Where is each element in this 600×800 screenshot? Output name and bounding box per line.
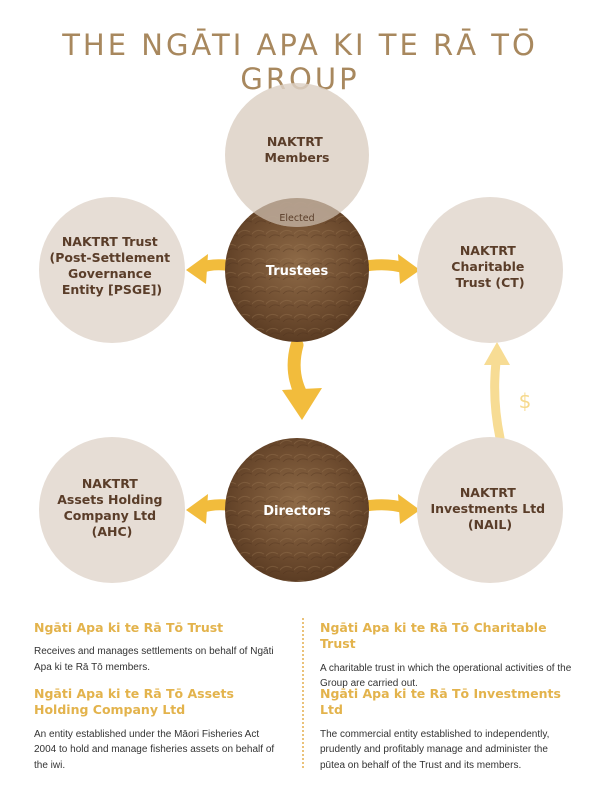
desc-investments-heading: Ngāti Apa ki te Rā Tō Investments Ltd — [320, 686, 561, 718]
arrow-nail-to-ct — [484, 342, 510, 443]
psge-circle — [39, 197, 185, 343]
arrow-trustees-to-directors — [282, 338, 322, 420]
desc-trust-text: Receives and manages settlements on beha… — [34, 646, 274, 673]
desc-charitable-trust-heading: Ngāti Apa ki te Rā Tō Charitable Trust — [320, 620, 547, 652]
structure-diagram: $ NAKTRT Members Elected Trustees NAKTRT… — [39, 83, 563, 583]
ahc-circle — [39, 437, 185, 583]
members-circle — [225, 83, 369, 227]
desc-charitable-trust-text: A charitable trust in which the operatio… — [320, 662, 572, 690]
psge-label: NAKTRT Trust (Post-Settlement Governance… — [50, 234, 175, 297]
nail-label: NAKTRT Investments Ltd (NAIL) — [430, 485, 549, 532]
desc-assets-holding-text: An entity established under the Māori Fi… — [34, 728, 275, 771]
directors-label: Directors — [263, 504, 331, 519]
desc-assets-holding: Ngāti Apa ki te Rā Tō Assets Holding Com… — [34, 686, 284, 773]
desc-charitable-trust: Ngāti Apa ki te Rā Tō Charitable Trust A… — [320, 620, 575, 692]
members-label: NAKTRT Members — [265, 134, 330, 165]
elected-label: Elected — [279, 213, 314, 224]
desc-trust: Ngāti Apa ki te Rā Tō Trust Receives and… — [34, 620, 284, 675]
desc-trust-heading: Ngāti Apa ki te Rā Tō Trust — [34, 620, 224, 635]
ct-label: NAKTRT Charitable Trust (CT) — [451, 243, 528, 290]
dollar-label: $ — [519, 389, 532, 413]
desc-investments: Ngāti Apa ki te Rā Tō Investments Ltd Th… — [320, 686, 575, 773]
arrow-trustees-to-ct — [354, 254, 420, 284]
trustees-label: Trustees — [266, 264, 329, 279]
page-title: THE NGĀTI APA KI TE RĀ TŌ GROUP — [62, 28, 538, 96]
arrow-directors-to-nail — [354, 494, 420, 524]
desc-assets-holding-heading: Ngāti Apa ki te Rā Tō Assets Holding Com… — [34, 686, 234, 718]
ahc-label: NAKTRT Assets Holding Company Ltd (AHC) — [57, 476, 167, 539]
desc-investments-text: The commercial entity established to ind… — [320, 728, 550, 771]
column-divider — [302, 618, 304, 768]
ct-circle — [417, 197, 563, 343]
nail-circle — [417, 437, 563, 583]
